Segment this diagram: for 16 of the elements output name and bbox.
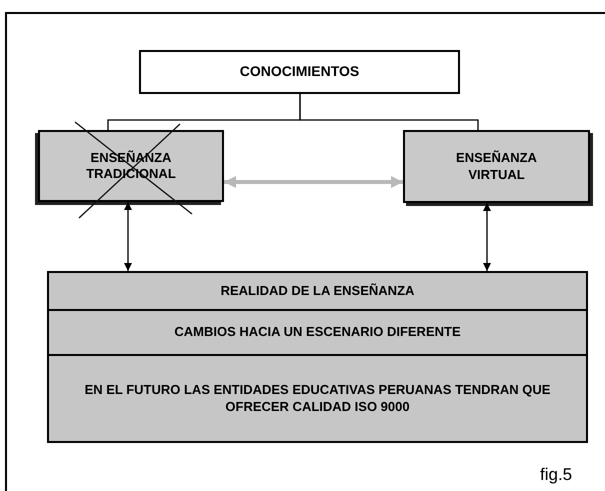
figure-number: fig.5 [540, 464, 572, 486]
concept-box [139, 50, 460, 94]
node-text: ENSEÑANZA VIRTUAL [455, 150, 538, 183]
band-box [47, 356, 588, 443]
band-box [47, 311, 588, 356]
node-text: REALIDAD DE LA ENSEÑANZA [220, 282, 414, 300]
band-box [47, 271, 588, 311]
node-text: EN EL FUTURO LAS ENTIDADES EDUCATIVAS PERUANAS TENDRAN QUE OFRECER CALIDAD ISO 9000 [84, 382, 552, 415]
connector-line [299, 94, 479, 130]
node-text: CONOCIMIENTOS [240, 63, 360, 81]
process-box [403, 130, 590, 203]
node-text: CAMBIOS HACIA UN ESCENARIO DIFERENTE [174, 324, 461, 341]
double-arrow [124, 202, 132, 271]
double-arrow [224, 176, 403, 188]
process-box [38, 130, 224, 202]
double-arrow [483, 203, 491, 271]
